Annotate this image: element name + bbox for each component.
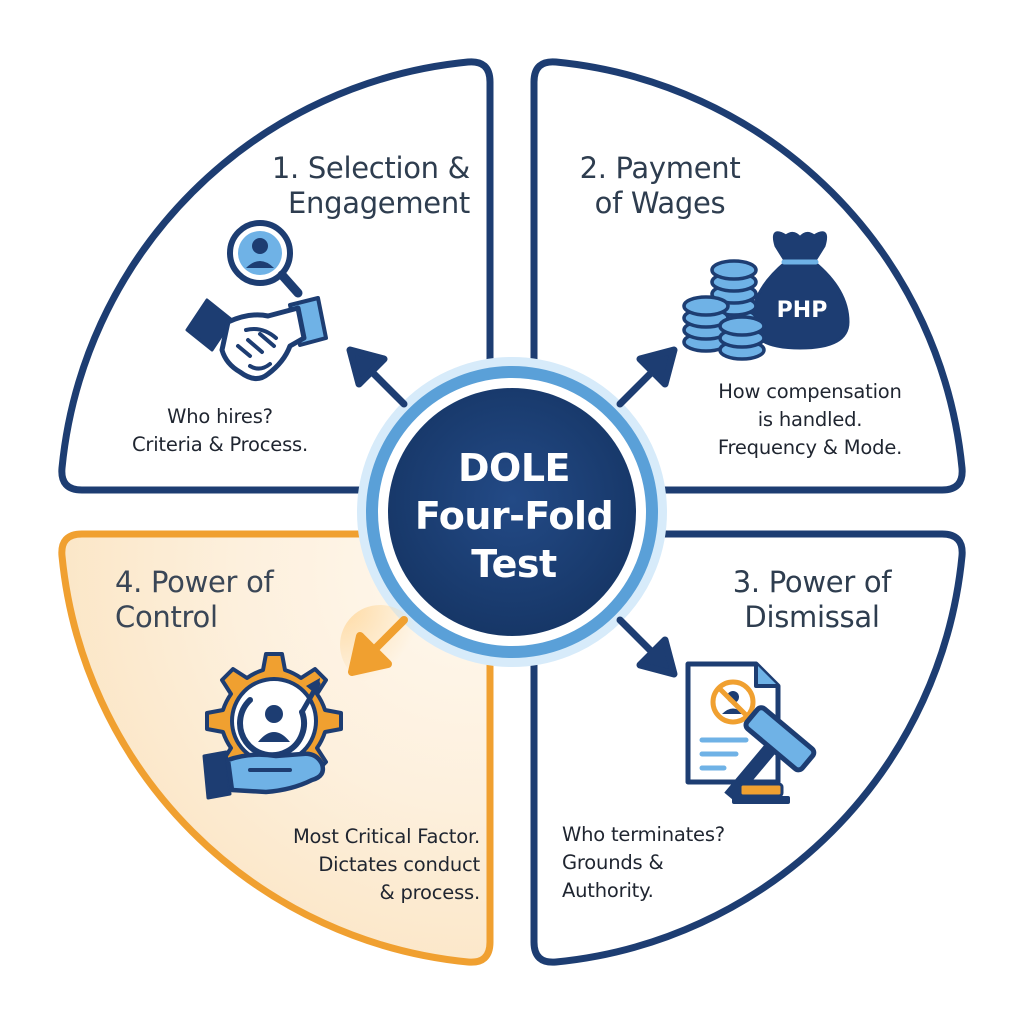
arrow-to-dismissal [616, 616, 678, 678]
currency-label: PHP [776, 298, 828, 323]
gavel-document-icon [685, 661, 817, 804]
money-bag-coins-icon [682, 231, 850, 361]
arrow-to-payment [616, 346, 678, 408]
payment-description-line-1: How compensation [718, 380, 902, 403]
selection-title-line-2: Engagement [288, 186, 470, 220]
selection-description-line-1: Who hires? [167, 405, 273, 428]
selection-title: 1. Selection & Engagement [200, 151, 470, 221]
arrow-to-selection [346, 346, 408, 408]
payment-title: 2. Payment of Wages [540, 151, 780, 221]
control-title-line-1: 4. Power of [115, 565, 274, 599]
handshake-search-icon [185, 220, 328, 381]
control-description-line-3: & process. [379, 881, 480, 904]
payment-description-line-2: is handled. [757, 408, 863, 431]
control-description-line-1: Most Critical Factor. [292, 825, 480, 848]
dismissal-title: 3. Power of Dismissal [702, 565, 922, 635]
center-title: DOLE Four-Fold Test [400, 444, 628, 588]
payment-title-line-2: of Wages [594, 186, 726, 220]
control-description-line-2: Dictates conduct [318, 853, 480, 876]
dismissal-description-line-3: Authority. [562, 879, 654, 902]
dismissal-description: Who terminates? Grounds & Authority. [562, 821, 782, 905]
center-title-line-1: DOLE [457, 446, 571, 490]
payment-title-line-1: 2. Payment [579, 151, 741, 185]
gear-hand-person-icon [202, 652, 343, 800]
control-description: Most Critical Factor. Dictates conduct &… [230, 823, 480, 907]
center-title-line-2: Four-Fold [414, 494, 614, 538]
selection-description: Who hires? Criteria & Process. [100, 403, 340, 459]
dismissal-description-line-2: Grounds & [562, 851, 664, 874]
payment-description-line-3: Frequency & Mode. [717, 436, 903, 459]
selection-title-line-1: 1. Selection & [271, 151, 470, 185]
dismissal-description-line-1: Who terminates? [562, 823, 725, 846]
arrow-to-control [340, 605, 420, 685]
payment-description: How compensation is handled. Frequency &… [690, 378, 930, 462]
dismissal-title-line-1: 3. Power of [732, 565, 892, 599]
control-title: 4. Power of Control [115, 565, 335, 635]
selection-description-line-2: Criteria & Process. [131, 433, 309, 456]
dismissal-title-line-2: Dismissal [744, 600, 880, 634]
control-title-line-2: Control [115, 600, 218, 634]
center-hub[interactable] [388, 388, 636, 636]
center-title-line-3: Test [471, 542, 557, 586]
